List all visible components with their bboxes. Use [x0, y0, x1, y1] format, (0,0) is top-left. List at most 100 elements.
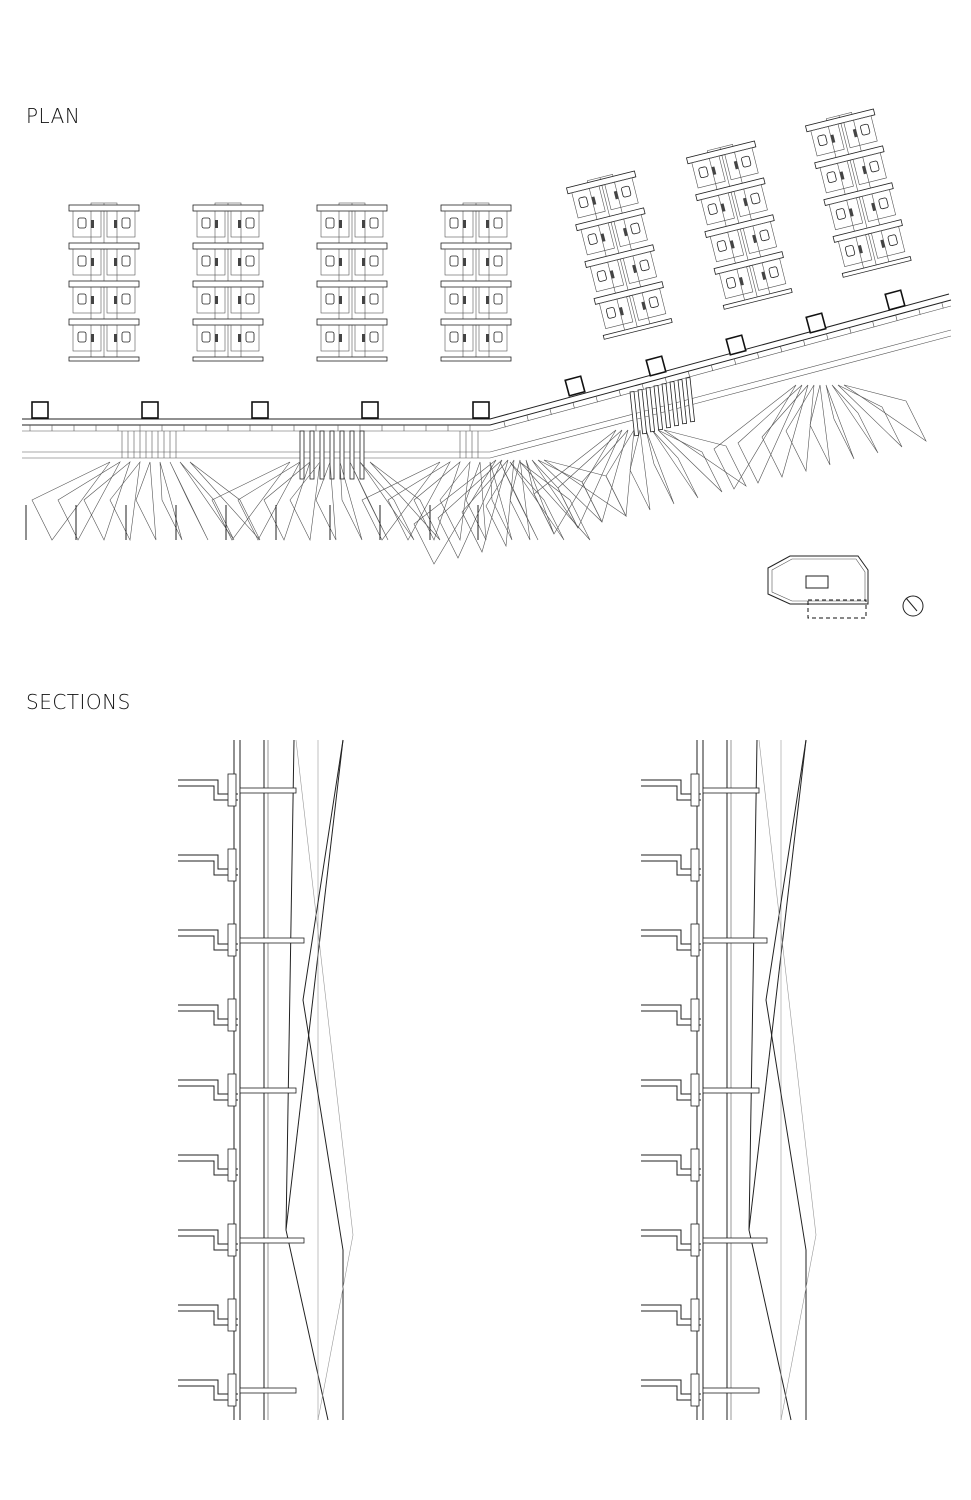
column [725, 334, 747, 356]
chair [725, 277, 737, 289]
chair [493, 217, 503, 229]
chair [201, 293, 211, 305]
shading-arm [702, 1237, 768, 1244]
shading-arm [239, 1087, 297, 1094]
chair [630, 222, 641, 235]
chair [493, 331, 503, 343]
fin [677, 379, 688, 425]
desk [68, 242, 140, 250]
chair [201, 217, 211, 229]
desk [440, 204, 512, 212]
column [472, 401, 490, 419]
chair [245, 293, 255, 305]
plan-heading: PLAN [26, 104, 81, 128]
fin [629, 391, 640, 437]
desk [823, 182, 894, 206]
shading-arm [239, 937, 305, 944]
desk [804, 108, 876, 133]
chair [201, 331, 211, 343]
workstation-cluster [565, 170, 673, 340]
fin [349, 430, 355, 480]
key-plan-icon [767, 555, 869, 619]
desk [68, 318, 140, 326]
chair [768, 266, 779, 279]
chair [817, 134, 828, 147]
desk [814, 145, 885, 170]
chair [587, 233, 598, 245]
sections-heading: SECTIONS [26, 690, 131, 714]
chair [741, 155, 752, 168]
chair [860, 123, 871, 136]
shading-arm [239, 787, 297, 794]
shading-arm [239, 1237, 305, 1244]
column [884, 289, 906, 311]
workstation-cluster [804, 108, 912, 278]
desk [575, 207, 646, 232]
section-view-left [178, 739, 354, 1421]
chair [844, 245, 856, 257]
chair [77, 217, 87, 229]
chair [325, 293, 335, 305]
workstation-cluster [316, 202, 388, 362]
desk [695, 177, 766, 202]
desk [440, 280, 512, 288]
chair [449, 331, 459, 343]
chair [578, 196, 589, 209]
chair [648, 296, 659, 309]
chair [121, 293, 131, 305]
chair [449, 217, 459, 229]
chair [245, 331, 255, 343]
column [645, 355, 667, 377]
chair [245, 217, 255, 229]
workstation-cluster [192, 202, 264, 362]
fin [319, 430, 325, 480]
workstation-cluster [685, 140, 793, 310]
desk [685, 140, 757, 165]
chair [596, 270, 607, 282]
chair [77, 331, 87, 343]
desk [68, 204, 140, 212]
desk [584, 244, 655, 268]
fin [685, 377, 696, 423]
shading-arm [702, 1387, 760, 1394]
sections-drawing [178, 739, 817, 1421]
chair [449, 293, 459, 305]
workstation-cluster [440, 202, 512, 362]
chair [369, 293, 379, 305]
desk [832, 219, 903, 243]
north-arrow-icon [902, 595, 924, 617]
facade-wall [22, 293, 950, 420]
desk [593, 281, 664, 305]
chair [121, 255, 131, 267]
chair [835, 208, 846, 220]
fin [669, 381, 680, 427]
column [141, 401, 159, 419]
chair [325, 217, 335, 229]
fin [637, 389, 648, 435]
desk [704, 214, 775, 238]
fin [329, 430, 335, 480]
fin [645, 387, 656, 433]
fin [653, 385, 664, 431]
chair [77, 255, 87, 267]
desk [316, 280, 388, 288]
shading-arm [702, 787, 760, 794]
workstation-cluster [68, 202, 140, 362]
fin [309, 430, 315, 480]
column [564, 375, 586, 397]
column [361, 401, 379, 419]
chair [121, 331, 131, 343]
chair [707, 203, 718, 215]
desk [192, 318, 264, 326]
chair [493, 255, 503, 267]
fin [661, 383, 672, 429]
shading-arm [239, 1387, 297, 1394]
desk [192, 280, 264, 288]
chair [605, 307, 617, 319]
chair [621, 185, 632, 198]
plan-drawing [22, 108, 952, 565]
chair [869, 160, 880, 173]
chair [826, 171, 837, 183]
desk [316, 204, 388, 212]
